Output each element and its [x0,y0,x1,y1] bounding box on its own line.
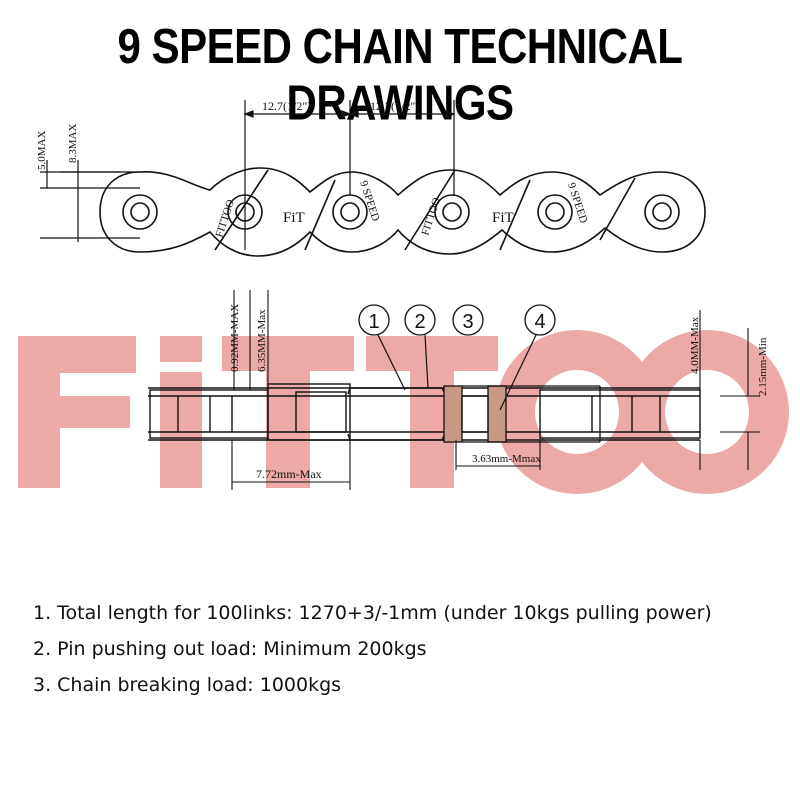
side-dimension-lines [231,290,760,490]
note-pin-push-load: 2. Pin pushing out load: Minimum 200kgs [33,638,427,660]
dim-link-height: 4.0MM-Max [689,316,701,374]
page-title: 9 SPEED CHAIN TECHNICAL DRAWINGS [117,18,683,131]
pitch-dimension-lines [243,100,456,250]
callout-balloons [358,304,556,336]
callout-2: 2 [414,311,425,333]
height-dimension-lines [40,160,140,242]
cutaway-link [443,385,601,443]
dim-5-0-max: 5.0MAX [36,131,48,170]
dim-8-3-max: 8.3MAX [67,124,79,163]
spec-notes: 1. Total length for 100links: 1270+3/-1m… [33,600,712,708]
callout-1: 1 [368,311,379,333]
callout-4: 4 [534,311,545,333]
callout-3: 3 [462,311,473,333]
note-total-length: 1. Total length for 100links: 1270+3/-1m… [33,602,712,624]
pitch-label-right: 12.7(1/2") [370,99,419,113]
chain-top-view [99,167,706,257]
fittoo-watermark [18,330,789,494]
plate-brand-1: FITTOO [213,198,236,239]
plate-speed-1: 9 SPEED [357,179,381,223]
callout-leaders [377,334,537,411]
dim-roller-dia: 6.35MM-Max [256,309,268,372]
plate-brand-2: FITTOO [419,196,442,237]
plate-logo-1: FiT [283,210,305,226]
note-breaking-load: 3. Chain breaking load: 1000kgs [33,674,342,696]
dim-plate-thickness: 0.92MM-MAX [229,304,241,372]
plate-logo-2: FiT [492,210,514,226]
dim-inner-width: 3.63mm-Mmax [472,453,541,465]
dim-pin-diameter: 2.15mm-Min [757,337,769,396]
dim-pin-length: 7.72mm-Max [256,467,322,481]
chain-side-view [148,383,701,441]
pitch-label-left: 12.7(1/2") [262,99,311,113]
